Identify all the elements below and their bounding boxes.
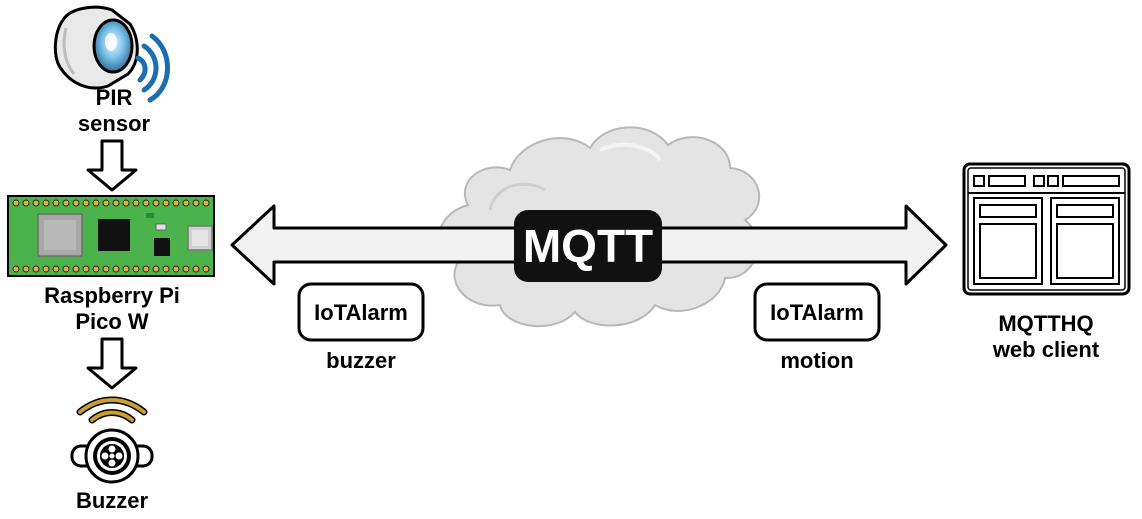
down-arrow-icon [86,139,138,192]
buzzer-waves-icon [76,396,148,424]
mqtt-broker: MQTT [514,210,662,282]
client-label-line1: MQTTHQ [998,311,1093,336]
down-arrow-icon [86,337,138,390]
pico-board-icon [7,195,215,277]
topic-box-motion: IoTAlarm [753,282,881,342]
browser-window-icon [962,162,1131,296]
pico-label-line1: Raspberry Pi [44,283,180,308]
pir-sensor-icon [53,5,139,90]
client-label-line2: web client [992,337,1100,362]
pir-waves-icon [135,33,170,103]
topic-sub-buzzer: buzzer [326,348,396,373]
pico-label-line2: Pico W [75,309,149,334]
topic-box-buzzer: IoTAlarm [297,282,425,342]
topic-sub-motion: motion [780,348,853,373]
pir-label-line2: sensor [78,111,151,136]
pir-label-line1: PIR [96,85,133,110]
topic-name: IoTAlarm [770,300,864,325]
mqtt-label: MQTT [523,220,653,272]
buzzer-icon [70,428,154,484]
topic-name: IoTAlarm [314,300,408,325]
buzzer-label: Buzzer [76,488,149,513]
